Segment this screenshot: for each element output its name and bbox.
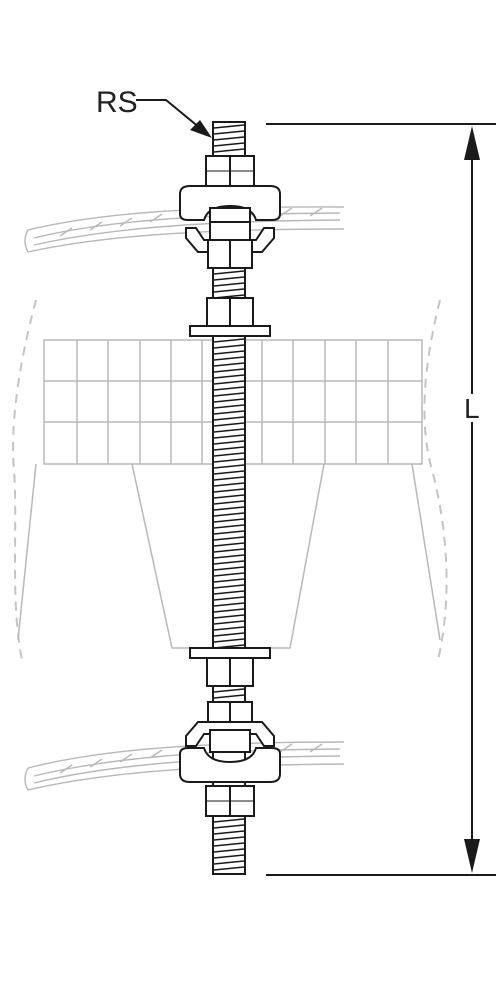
rod-thread-line bbox=[213, 854, 245, 859]
length-dimension bbox=[266, 123, 496, 876]
rod-thread-line bbox=[213, 270, 245, 275]
rod-thread-line bbox=[213, 848, 245, 853]
rod-thread-line bbox=[213, 142, 245, 147]
rod-thread-line bbox=[213, 446, 245, 451]
rod-thread-line bbox=[213, 494, 245, 499]
dimension-arrow-bottom bbox=[464, 839, 480, 873]
rod-thread-line bbox=[213, 398, 245, 403]
lower-hex-nut bbox=[205, 785, 255, 817]
rod-thread-line bbox=[213, 386, 245, 391]
rod-thread-line bbox=[213, 688, 245, 693]
rod-thread-line bbox=[213, 500, 245, 505]
rod-thread-line bbox=[213, 148, 245, 153]
rod-thread-line bbox=[213, 124, 245, 129]
rod-thread-line bbox=[213, 596, 245, 601]
rs-callout-label: RS bbox=[96, 86, 138, 119]
rod-thread-line bbox=[213, 542, 245, 547]
rs-callout: RS bbox=[96, 86, 212, 138]
rod-thread-line bbox=[213, 626, 245, 631]
rod-thread-line bbox=[213, 818, 245, 823]
rod-thread-line bbox=[213, 276, 245, 281]
length-callout-label: L bbox=[464, 393, 480, 424]
rod-thread-line bbox=[213, 824, 245, 829]
upper-washer bbox=[189, 325, 271, 337]
rod-thread-line bbox=[213, 608, 245, 613]
rod-thread-line bbox=[213, 632, 245, 637]
rod-thread-line bbox=[213, 464, 245, 469]
rs-leader-arrowhead bbox=[190, 120, 212, 138]
rod-thread-line bbox=[213, 572, 245, 577]
rod-thread-line bbox=[213, 470, 245, 475]
rod-thread-line bbox=[213, 416, 245, 421]
rod-thread-line bbox=[213, 554, 245, 559]
upper-hex-nut bbox=[205, 155, 255, 187]
rod-thread-line bbox=[213, 356, 245, 361]
rod-thread-line bbox=[213, 350, 245, 355]
rod-thread-line bbox=[213, 288, 245, 293]
ghost-cable-upper bbox=[24, 206, 345, 253]
rod-thread-line bbox=[213, 428, 245, 433]
rod-thread-line bbox=[213, 130, 245, 135]
rod-thread-line bbox=[213, 458, 245, 463]
rod-thread-line bbox=[213, 620, 245, 625]
rod-thread-line bbox=[213, 518, 245, 523]
rs-leader-line bbox=[136, 99, 201, 129]
rod-thread-line bbox=[213, 374, 245, 379]
rod-thread-line bbox=[213, 440, 245, 445]
rod-thread-line bbox=[213, 566, 245, 571]
lower-cable-clamp bbox=[179, 721, 281, 783]
rod-thread-line bbox=[213, 410, 245, 415]
rod-thread-line bbox=[213, 434, 245, 439]
rod-thread-line bbox=[213, 560, 245, 565]
rod-thread-line bbox=[213, 860, 245, 865]
rod-thread-line bbox=[213, 524, 245, 529]
rod-thread-line bbox=[213, 482, 245, 487]
rod-thread-line bbox=[213, 404, 245, 409]
rod-thread-line bbox=[213, 380, 245, 385]
rod-thread-line bbox=[213, 578, 245, 583]
rod-thread-line bbox=[213, 842, 245, 847]
upper-lock-nut bbox=[207, 239, 253, 269]
dimension-arrow-top bbox=[464, 126, 480, 160]
rod-thread-line bbox=[213, 512, 245, 517]
ghost-cable-lower bbox=[24, 741, 345, 791]
ghost-wall-outline bbox=[12, 299, 448, 661]
rod-thread-line bbox=[213, 614, 245, 619]
rod-thread-line bbox=[213, 830, 245, 835]
rod-thread-line bbox=[213, 506, 245, 511]
rod-thread-line bbox=[213, 368, 245, 373]
upper-block-nut bbox=[206, 297, 254, 327]
rod-thread-line bbox=[213, 602, 245, 607]
rod-thread-line bbox=[213, 584, 245, 589]
rod-thread-line bbox=[213, 282, 245, 287]
rod-thread-line bbox=[213, 422, 245, 427]
rod-thread-line bbox=[213, 836, 245, 841]
rod-thread-line bbox=[213, 362, 245, 367]
rod-thread-line bbox=[213, 536, 245, 541]
lower-block-nut bbox=[206, 657, 254, 687]
rod-thread-line bbox=[213, 488, 245, 493]
rod-thread-line bbox=[213, 338, 245, 343]
rod-thread-line bbox=[213, 392, 245, 397]
rod-thread-line bbox=[213, 530, 245, 535]
rod-thread-line bbox=[213, 638, 245, 643]
rod-thread-line bbox=[213, 694, 245, 699]
rod-thread-line bbox=[213, 866, 245, 871]
rod-thread-line bbox=[213, 136, 245, 141]
rod-thread-line bbox=[213, 590, 245, 595]
lower-washer bbox=[189, 647, 271, 659]
rod-thread-line bbox=[213, 548, 245, 553]
rod-thread-line bbox=[213, 452, 245, 457]
rod-thread-line bbox=[213, 476, 245, 481]
rod-thread-line bbox=[213, 344, 245, 349]
